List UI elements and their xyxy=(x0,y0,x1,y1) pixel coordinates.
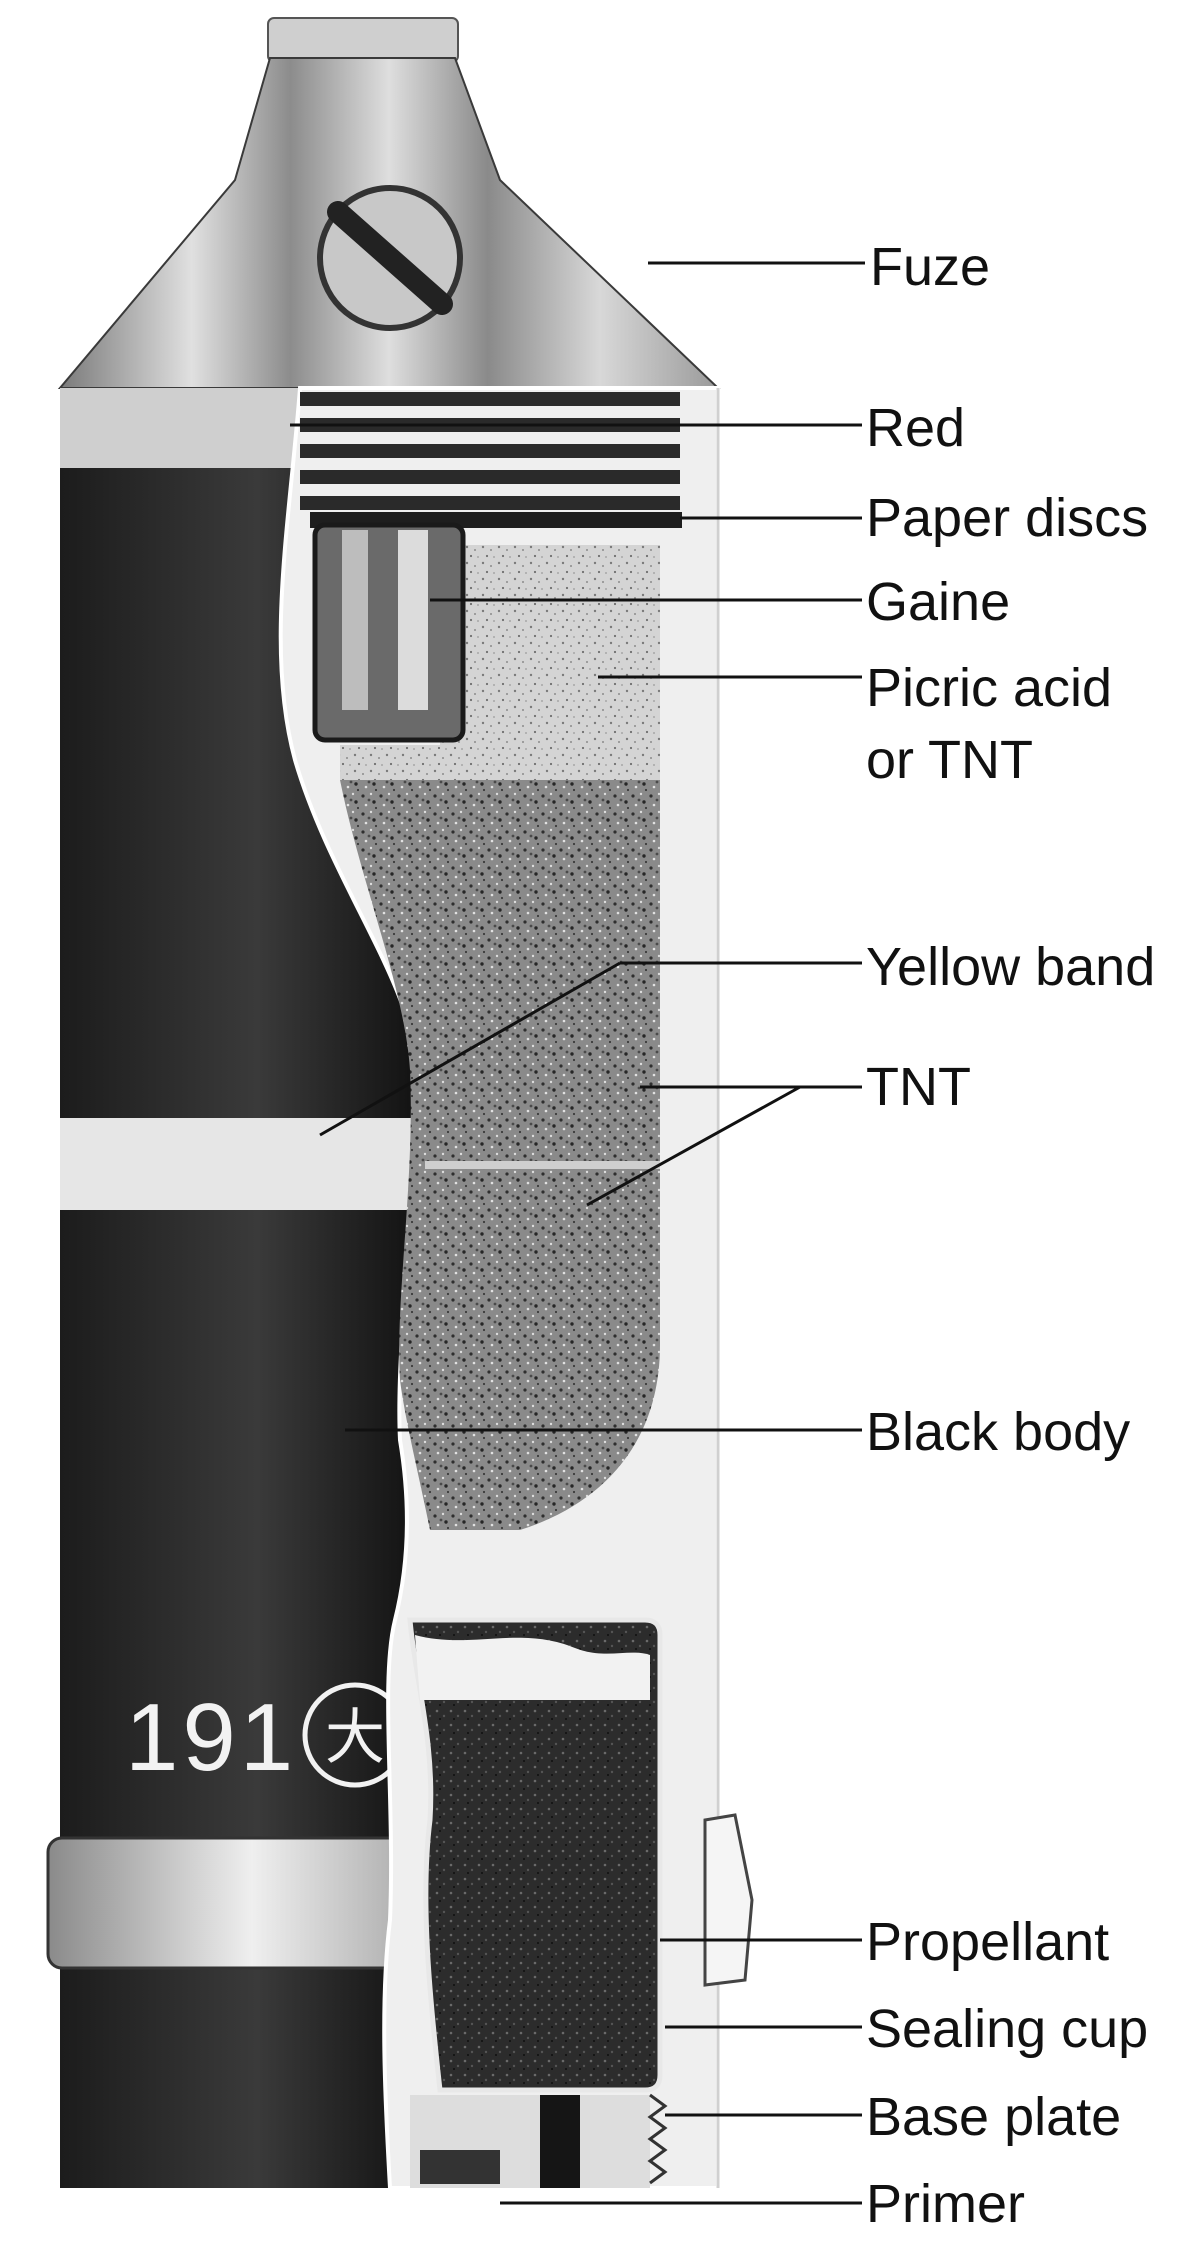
label-sealing-cup: Sealing cup xyxy=(866,1999,1148,2059)
body-emblem-character: 大 xyxy=(325,1703,385,1773)
label-black-body: Black body xyxy=(866,1402,1130,1462)
leader-lines xyxy=(290,261,865,2205)
base-plate xyxy=(410,2093,668,2188)
label-paper-discs: Paper discs xyxy=(866,488,1148,548)
label-or-tnt: or TNT xyxy=(866,730,1033,790)
leader-yellow-band-d xyxy=(319,961,621,1137)
body-number-marking: 191 xyxy=(125,1684,297,1791)
label-tnt: TNT xyxy=(866,1057,971,1117)
label-gaine: Gaine xyxy=(866,572,1010,632)
threads xyxy=(300,392,680,510)
label-fuze: Fuze xyxy=(870,237,990,297)
fuze-nose xyxy=(57,17,721,389)
label-picric-acid: Picric acid xyxy=(866,658,1112,718)
label-primer: Primer xyxy=(866,2174,1025,2234)
part-labels: Fuze Red Paper discs Gaine Picric acid o… xyxy=(866,237,1155,2234)
leader-tnt-d xyxy=(586,1085,801,1207)
cutaway-interior xyxy=(278,386,754,2190)
label-propellant: Propellant xyxy=(866,1912,1109,1972)
gaine xyxy=(312,522,466,743)
label-red: Red xyxy=(866,398,965,458)
label-base-plate: Base plate xyxy=(866,2087,1121,2147)
label-yellow-band: Yellow band xyxy=(866,937,1155,997)
